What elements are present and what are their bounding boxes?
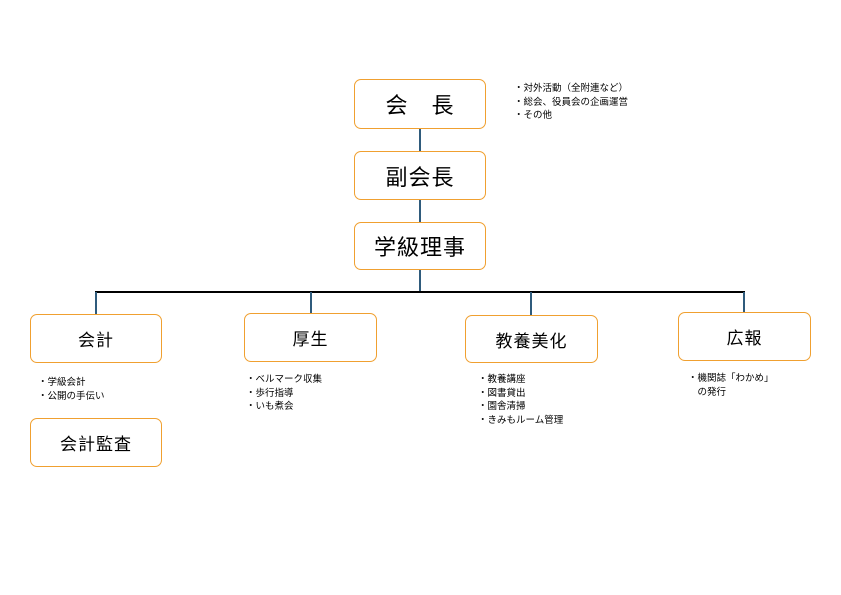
note-item: ・図書貸出 (478, 387, 526, 399)
accounting-label: 会計 (78, 331, 114, 351)
note-item: の発行 (688, 386, 727, 398)
note-item: ・機関誌「わかめ」 (688, 373, 774, 384)
vice-president-label: 副会長 (385, 165, 455, 191)
note-item: ・公開の手伝い (38, 390, 105, 402)
vice-president-box: 副会長 (354, 151, 486, 200)
note-item: ・学級会計 (38, 377, 86, 388)
culture-box: 教養美化 (465, 315, 598, 363)
note-item: ・教養講座 (478, 374, 526, 385)
note-item: ・いも煮会 (246, 401, 294, 412)
audit-label: 会計監査 (60, 435, 132, 455)
note-item: ・ベルマーク収集 (246, 374, 323, 385)
accounting-notes: ・学級会計 ・公開の手伝い (38, 376, 105, 403)
note-item: ・歩行指導 (246, 387, 294, 399)
welfare-box: 厚生 (244, 313, 377, 362)
class-director-box: 学級理事 (354, 222, 486, 270)
note-item: ・きみもルーム管理 (478, 414, 564, 426)
culture-notes: ・教養講座 ・図書貸出 ・園舎清掃 ・きみもルーム管理 (478, 373, 563, 427)
welfare-notes: ・ベルマーク収集 ・歩行指導 ・いも煮会 (246, 373, 322, 414)
pr-box: 広報 (678, 312, 811, 361)
note-item: ・その他 (514, 110, 553, 121)
welfare-label: 厚生 (292, 330, 329, 350)
pr-label: 広報 (726, 329, 763, 349)
accounting-box: 会計 (30, 314, 162, 363)
class-director-label: 学級理事 (373, 236, 466, 261)
culture-label: 教養美化 (495, 331, 568, 352)
note-item: ・総会、役員会の企画運営 (514, 96, 629, 108)
note-item: ・対外活動（全附連など） (514, 83, 629, 94)
note-item: ・園舎清掃 (478, 401, 526, 412)
president-label: 会 長 (385, 94, 455, 119)
audit-box: 会計監査 (30, 418, 162, 467)
president-notes: ・対外活動（全附連など） ・総会、役員会の企画運営 ・その他 (514, 82, 628, 123)
pr-notes: ・機関誌「わかめ」 の発行 (688, 372, 774, 399)
president-box: 会 長 (354, 79, 486, 129)
